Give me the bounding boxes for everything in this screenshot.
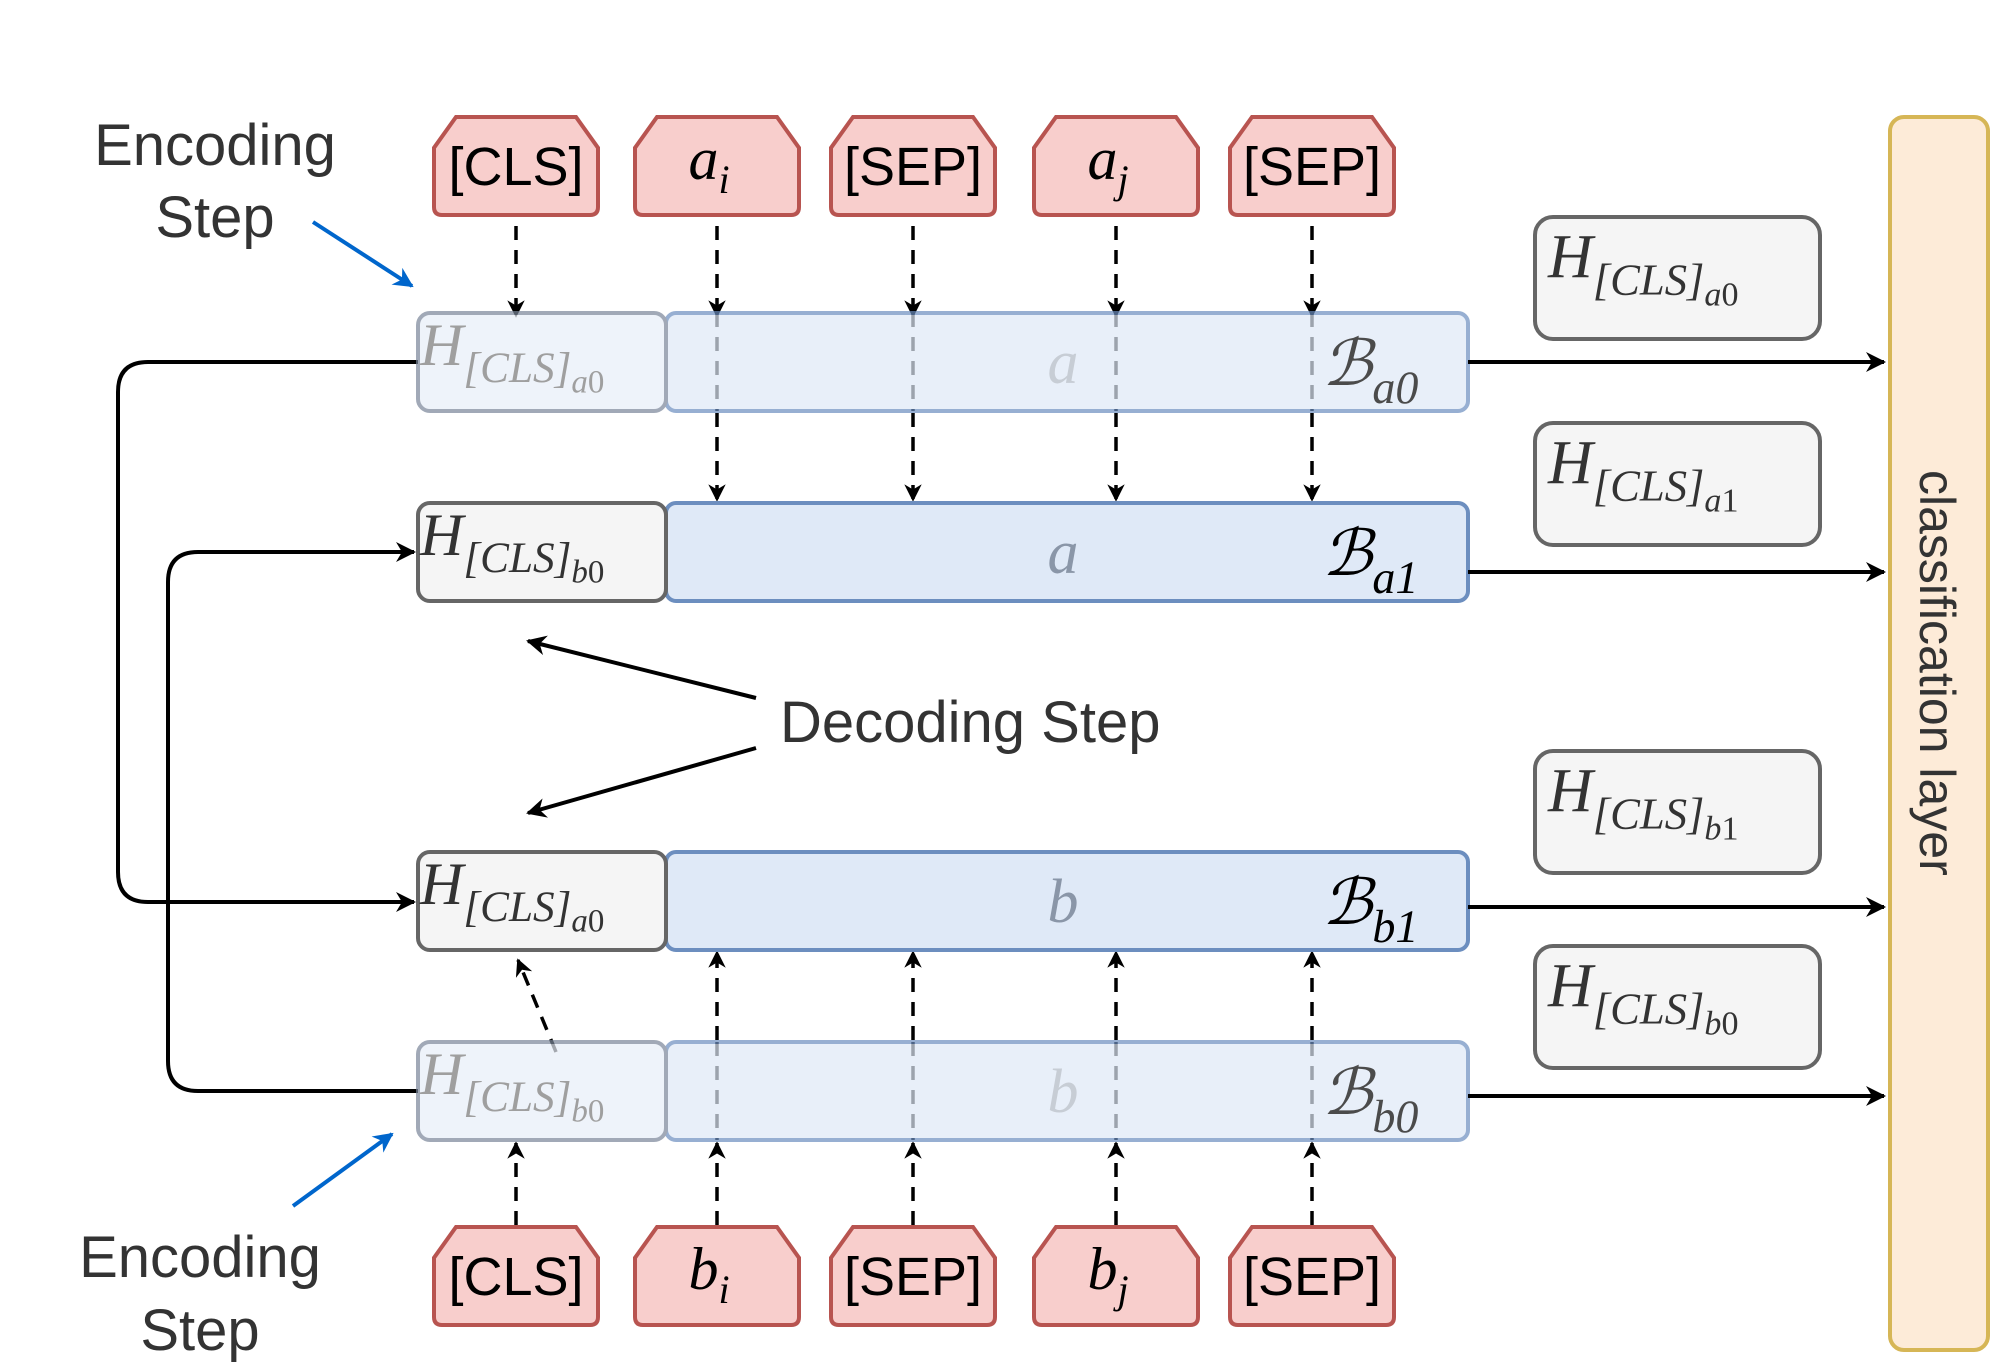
token-shape (633, 1225, 801, 1327)
cls-hidden-label: H[CLS]a0 (419, 851, 604, 940)
output-group: H[CLS]a0H[CLS]a1H[CLS]b1H[CLS]b0 (1468, 215, 1886, 1106)
bottom-token-2: [SEP] (829, 1225, 997, 1327)
token-label: [SEP] (844, 137, 982, 197)
row-a0: H[CLS]a0 a ℬa0 (416, 311, 1470, 413)
encoding-label-line1: Encoding (94, 113, 336, 178)
token-shape (633, 115, 801, 217)
top-token-1: ai (633, 115, 801, 217)
token-label: aj (1087, 126, 1128, 202)
token-shape (1032, 115, 1200, 217)
token-shape (1228, 1225, 1396, 1327)
token-label: bj (1087, 1236, 1128, 1312)
output-box (1533, 944, 1822, 1070)
bag-label: ℬa0 (1322, 328, 1418, 413)
top-token-3: aj (1032, 115, 1200, 217)
output-box (1533, 749, 1822, 875)
encoding-step-label-top: Encoding Step (94, 113, 336, 250)
bag-label: ℬb1 (1322, 867, 1418, 952)
encoding-arrow-top-icon (311, 220, 414, 288)
top-token-0: [CLS] (432, 115, 600, 217)
bottom-token-group: [CLS] bi [SEP] bj [SEP] (432, 1225, 1396, 1327)
encoding-label-line1: Encoding (79, 1225, 321, 1290)
loop-b0-to-a1 (166, 542, 418, 1093)
top-token-group: [CLS] ai [SEP] aj [SEP] (432, 115, 1396, 217)
encoding-label-line2: Step (155, 185, 274, 250)
cls-hidden-box (416, 501, 668, 603)
output-label: H[CLS]a1 (1547, 429, 1739, 520)
decode-arrow-cls-b (515, 958, 558, 1053)
token-label: [SEP] (1243, 137, 1381, 197)
token-label: [SEP] (1243, 1247, 1381, 1307)
bottom-token-3: bj (1032, 1225, 1200, 1327)
output-0: H[CLS]a0 (1468, 215, 1886, 372)
bag-label: ℬb0 (1322, 1057, 1418, 1142)
cls-hidden-label: H[CLS]b0 (419, 502, 604, 591)
token-label: [CLS] (448, 137, 583, 197)
bag-label: ℬa1 (1322, 518, 1418, 603)
classification-layer: classification layer (1888, 115, 1990, 1352)
token-shape (1032, 1225, 1200, 1327)
output-2: H[CLS]b1 (1468, 749, 1886, 917)
output-1: H[CLS]a1 (1468, 421, 1886, 582)
bottom-token-0: [CLS] (432, 1225, 600, 1327)
token-label: bi (688, 1236, 729, 1312)
token-shape (829, 1225, 997, 1327)
token-shape (829, 115, 997, 217)
loop-a0-to-b1 (116, 360, 418, 912)
token-shape (432, 115, 600, 217)
cls-hidden-label: H[CLS]a0 (419, 312, 604, 401)
output-label: H[CLS]b0 (1547, 952, 1739, 1043)
sequence-center-label: b (1048, 1058, 1079, 1126)
row-b1: H[CLS]a0 b ℬb1 (416, 850, 1470, 952)
cls-hidden-box (416, 850, 668, 952)
bottom-token-1: bi (633, 1225, 801, 1327)
output-label: H[CLS]a0 (1547, 223, 1739, 314)
sequence-center-label: a (1048, 329, 1079, 397)
decoding-arrow-down-icon (526, 746, 757, 818)
row-a1: H[CLS]b0 a ℬa1 (416, 501, 1470, 603)
output-label: H[CLS]b1 (1547, 757, 1739, 848)
token-shape (432, 1225, 600, 1327)
decoding-step-label: Decoding Step (780, 690, 1160, 755)
decoding-arrow-up-icon (526, 635, 757, 700)
classification-layer-label: classification layer (1909, 470, 1965, 876)
token-label: ai (688, 126, 729, 202)
encoding-label-line2: Step (140, 1298, 259, 1363)
encoding-arrow-bottom-icon (291, 1132, 394, 1208)
row-b0: H[CLS]b0 b ℬb0 (416, 1040, 1470, 1142)
token-label: [CLS] (448, 1247, 583, 1307)
sequence-center-label: a (1048, 519, 1079, 587)
cls-hidden-label: H[CLS]b0 (419, 1041, 604, 1130)
sequence-center-label: b (1048, 868, 1079, 936)
token-label: [SEP] (844, 1247, 982, 1307)
output-box (1533, 421, 1822, 547)
top-token-2: [SEP] (829, 115, 997, 217)
cls-hidden-box (416, 311, 668, 413)
output-box (1533, 215, 1822, 341)
encoding-step-label-bottom: Encoding Step (79, 1225, 321, 1363)
cls-hidden-box (416, 1040, 668, 1142)
output-3: H[CLS]b0 (1468, 944, 1886, 1106)
token-shape (1228, 115, 1396, 217)
bottom-token-4: [SEP] (1228, 1225, 1396, 1327)
top-token-4: [SEP] (1228, 115, 1396, 217)
